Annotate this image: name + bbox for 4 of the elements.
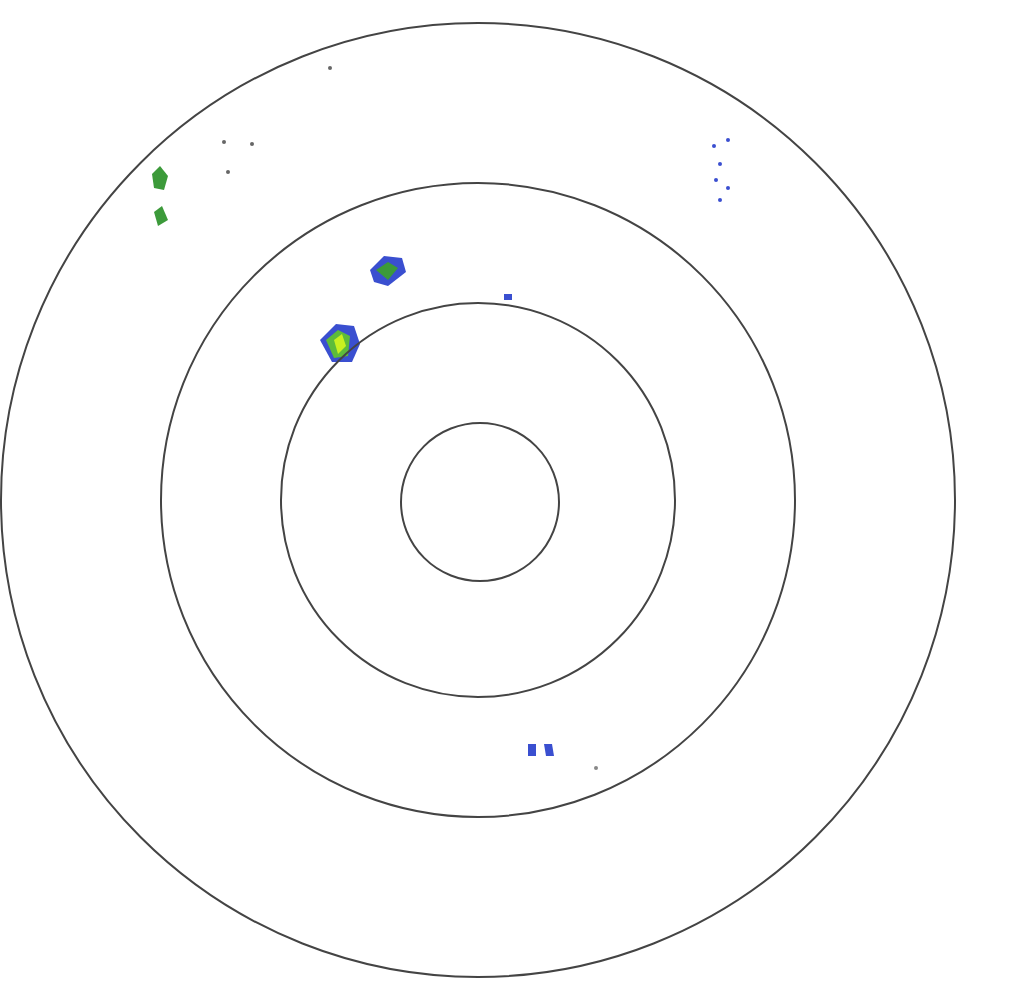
- range-ring: [280, 302, 676, 698]
- range-ring: [160, 182, 796, 818]
- range-ring: [400, 422, 560, 582]
- range-ring: [0, 22, 956, 978]
